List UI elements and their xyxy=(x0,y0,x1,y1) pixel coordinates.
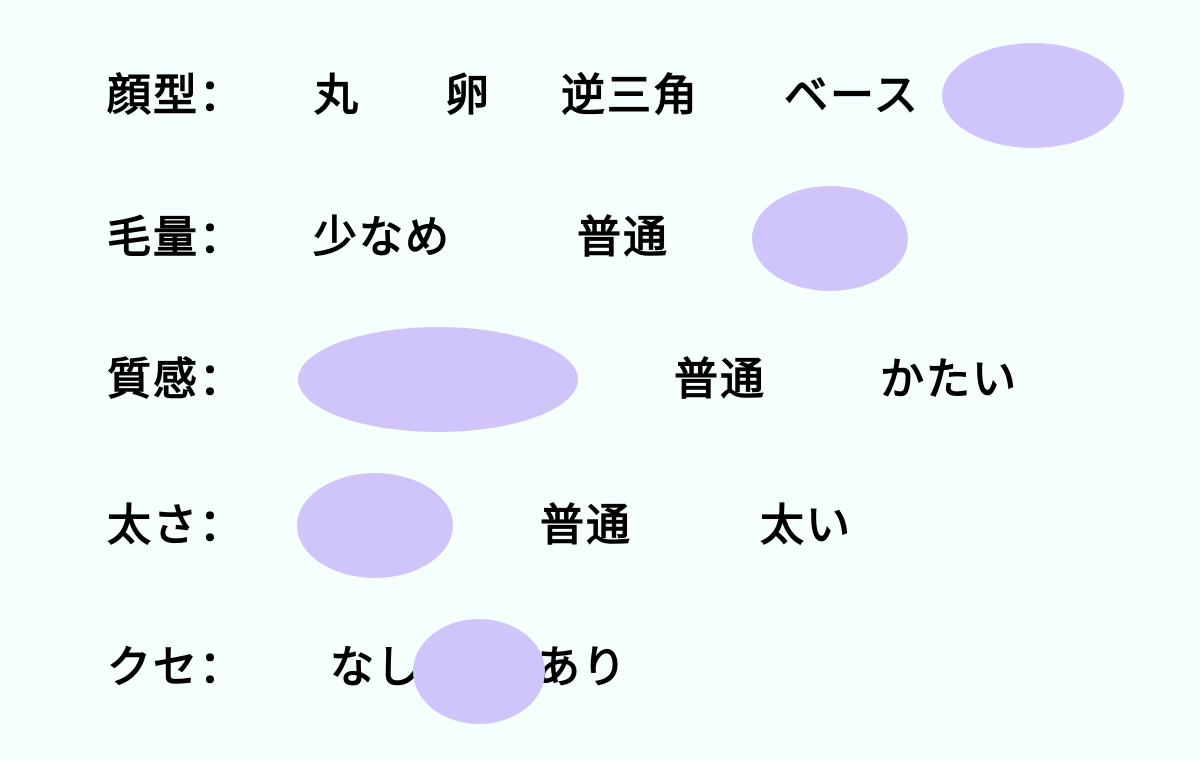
option-thickness-thin[interactable]: 細い xyxy=(327,500,419,551)
option-thickness-normal[interactable]: 普通 xyxy=(540,500,632,551)
option-volume-less[interactable]: 少なめ xyxy=(313,212,451,263)
option-texture-hard[interactable]: かたい xyxy=(880,354,1018,405)
option-face-round[interactable]: 丸 xyxy=(314,70,360,121)
option-thickness-thick[interactable]: 太い xyxy=(760,500,852,551)
row-label-texture: 質感： xyxy=(107,354,245,405)
option-texture-soft[interactable]: やわらかい xyxy=(314,354,544,405)
option-face-egg[interactable]: 卵 xyxy=(445,70,491,121)
option-face-long[interactable]: 面長 xyxy=(980,70,1072,121)
option-face-inverted-triangle[interactable]: 逆三角 xyxy=(561,70,699,121)
row-label-thickness: 太さ： xyxy=(107,500,245,551)
row-label-hair-volume: 毛量： xyxy=(107,212,245,263)
row-label-curl: クセ： xyxy=(107,642,245,693)
option-volume-normal[interactable]: 普通 xyxy=(577,212,669,263)
option-curl-present[interactable]: あり xyxy=(536,642,628,693)
option-texture-normal[interactable]: 普通 xyxy=(674,354,766,405)
option-volume-more[interactable]: 多い xyxy=(783,212,875,263)
option-face-base[interactable]: ベース xyxy=(784,70,920,121)
option-curl-none[interactable]: なし xyxy=(330,642,422,693)
row-label-face-shape: 顔型： xyxy=(107,70,245,121)
